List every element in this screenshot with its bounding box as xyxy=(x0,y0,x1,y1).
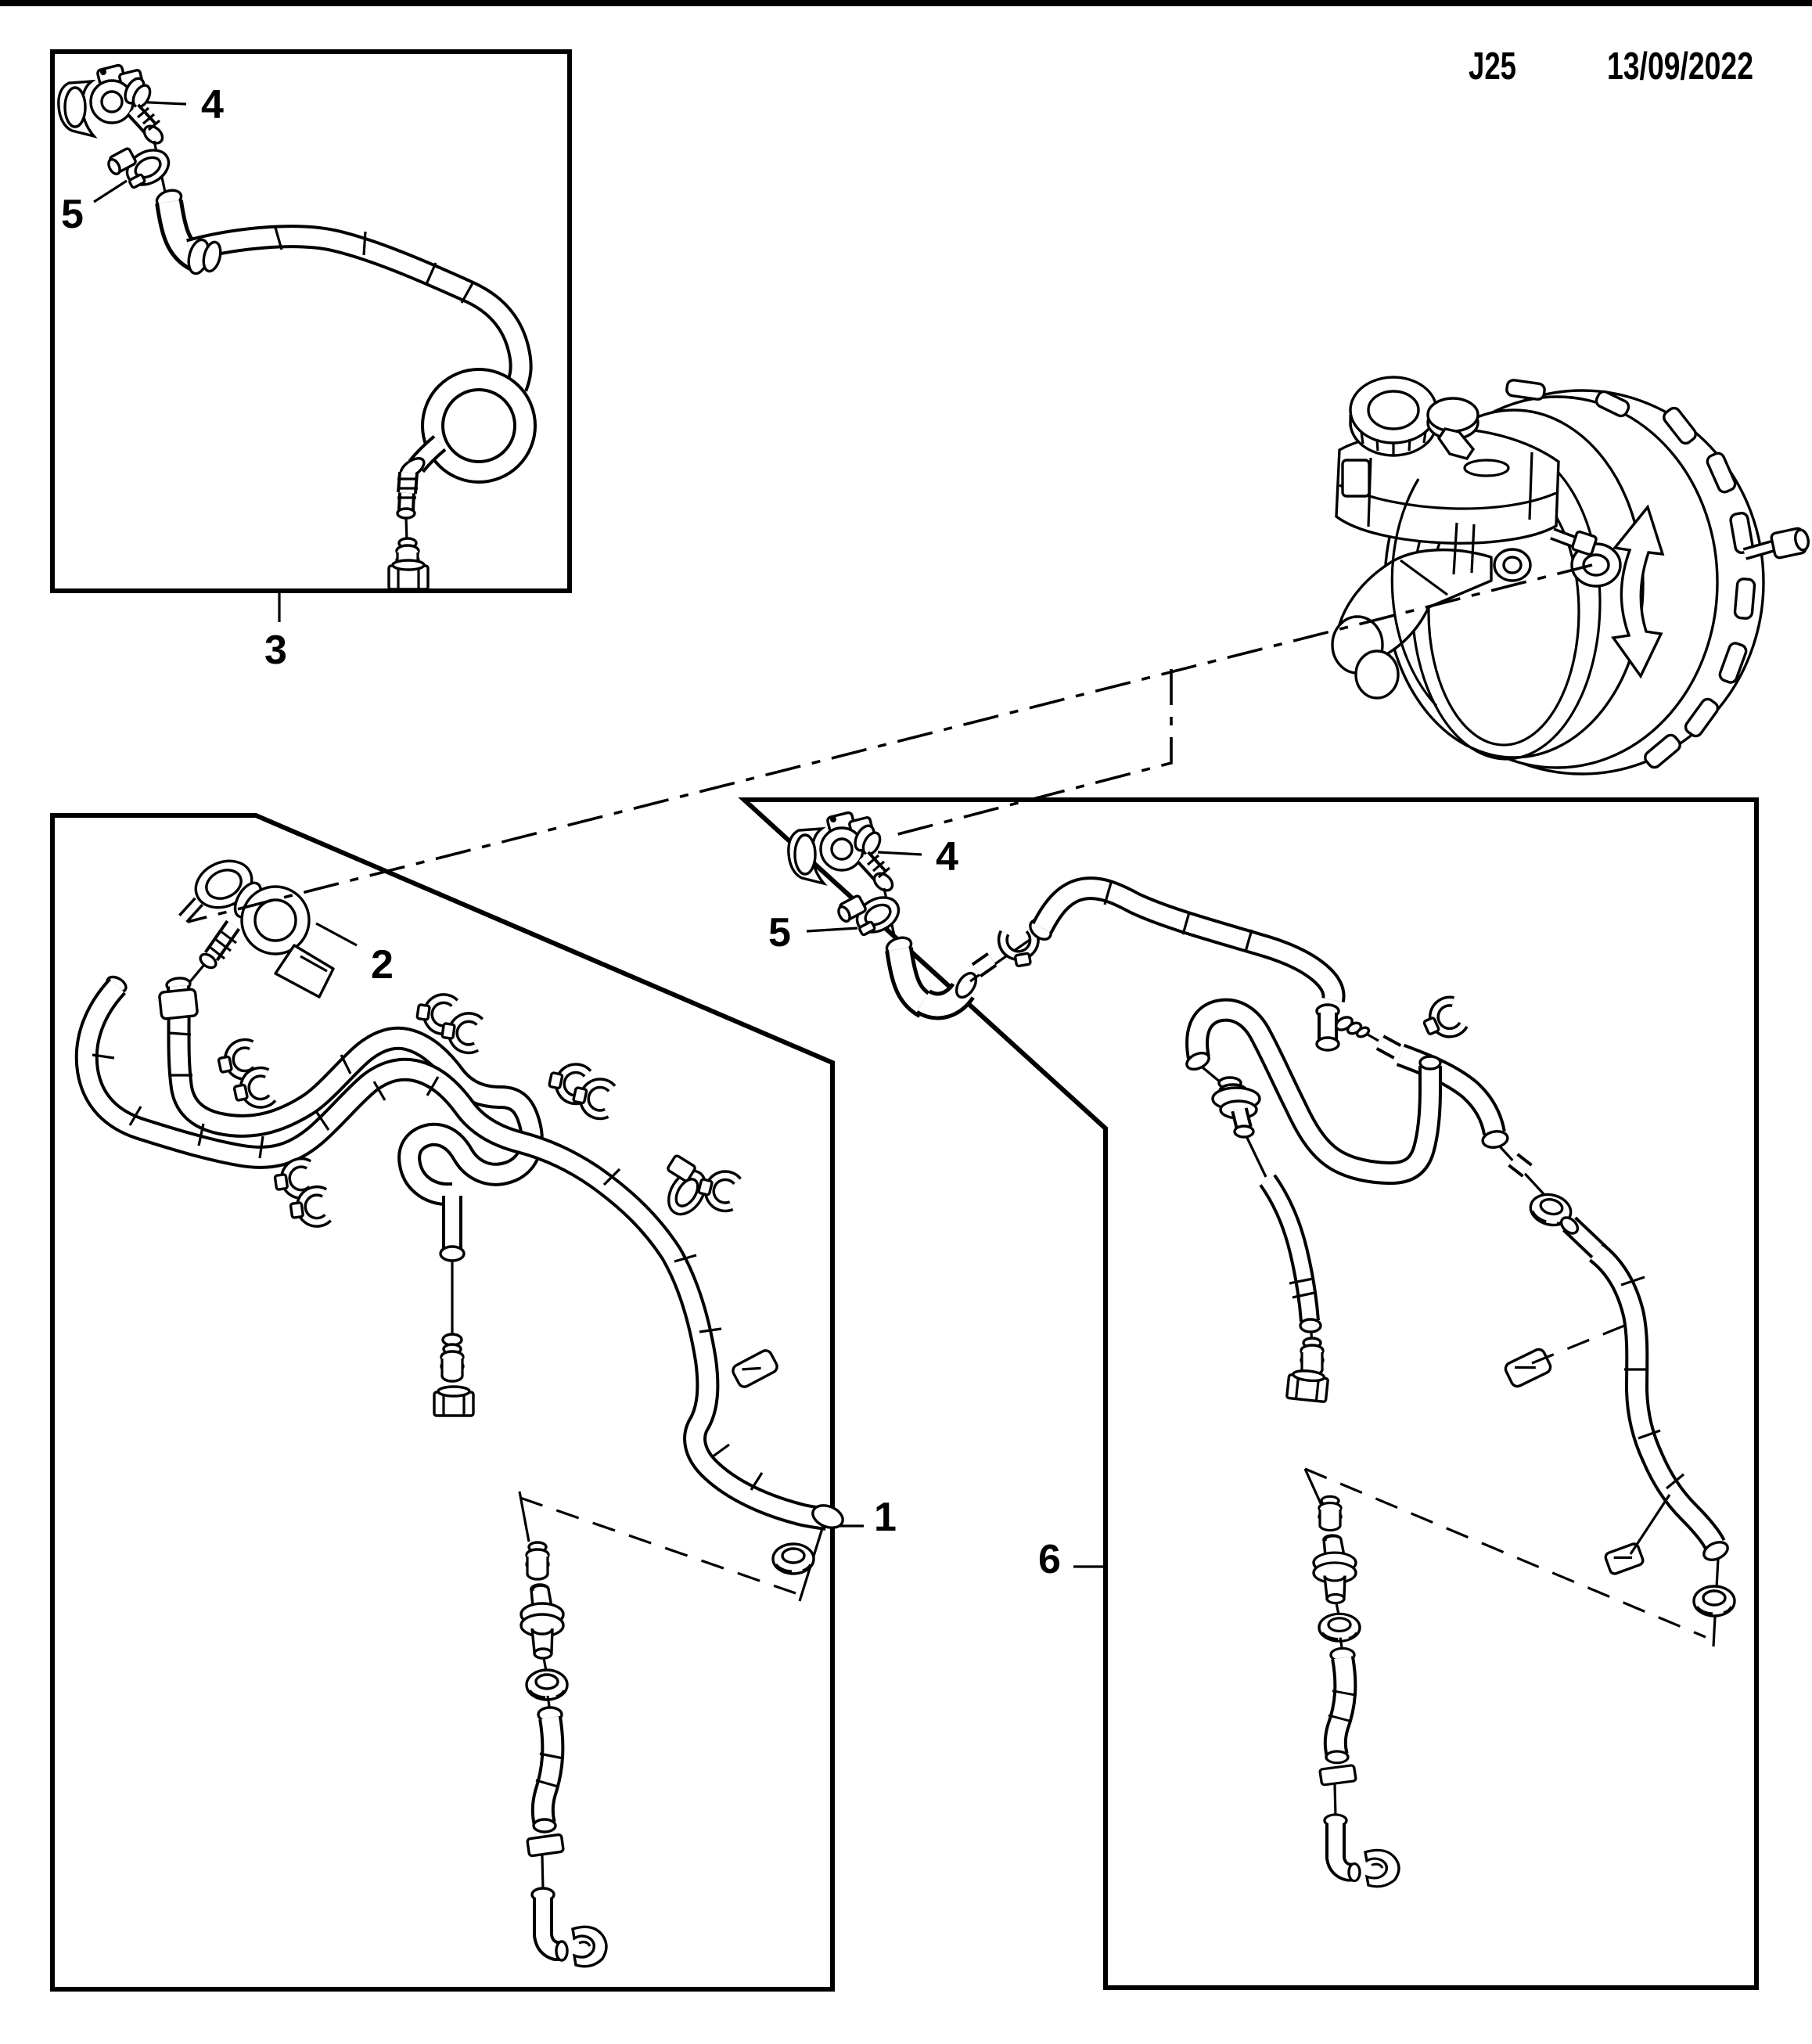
svg-text:3: 3 xyxy=(264,628,287,673)
svg-text:J25: J25 xyxy=(1469,45,1516,88)
svg-text:6: 6 xyxy=(1038,1537,1061,1582)
svg-text:4: 4 xyxy=(936,834,958,880)
svg-text:4: 4 xyxy=(201,82,224,128)
svg-text:1: 1 xyxy=(874,1495,897,1540)
svg-text:5: 5 xyxy=(61,192,84,237)
svg-text:2: 2 xyxy=(371,942,394,988)
svg-text:13/09/2022: 13/09/2022 xyxy=(1607,45,1753,88)
svg-text:5: 5 xyxy=(768,910,791,955)
